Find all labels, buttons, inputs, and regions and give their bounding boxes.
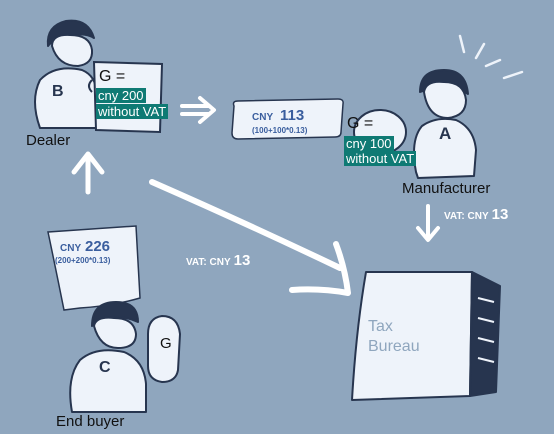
arrow-dealer-to-bureau bbox=[149, 179, 351, 296]
vat-dealer-amount: 13 bbox=[233, 252, 251, 269]
arrow-dealer-to-manufacturer bbox=[180, 96, 216, 124]
note-226-formula: (200+200*0.13) bbox=[55, 256, 111, 265]
tax-bureau-building bbox=[351, 271, 501, 401]
note-226-amount: 226 bbox=[85, 238, 110, 255]
manufacturer-badge: A bbox=[439, 124, 451, 143]
vat-manufacturer-amount: 13 bbox=[491, 206, 509, 223]
dealer-figure bbox=[34, 19, 97, 129]
note-113-currency: CNY bbox=[252, 112, 273, 123]
end-buyer-item-label: G bbox=[160, 335, 172, 352]
tax-bureau-label-line1: Tax bbox=[368, 318, 393, 335]
arrow-buyer-to-dealer bbox=[71, 151, 105, 195]
note-226-currency: CNY bbox=[60, 243, 81, 254]
manufacturer-price-line1: cny 100 bbox=[344, 136, 394, 151]
end-buyer-name: End buyer bbox=[56, 413, 125, 430]
dealer-sheet-title: G = bbox=[99, 68, 126, 85]
end-buyer-badge: C bbox=[99, 359, 111, 376]
payment-note-113: CNY 113 (100+100*0.13) bbox=[231, 98, 344, 140]
note-113-amount: 113 bbox=[280, 107, 304, 124]
dealer-name: Dealer bbox=[26, 132, 71, 149]
tax-bureau-label-line2: Bureau bbox=[368, 338, 420, 355]
manufacturer-figure bbox=[353, 69, 477, 179]
payment-note-226: CNY 226 (200+200*0.13) bbox=[47, 225, 141, 311]
end-buyer-figure bbox=[69, 301, 181, 413]
vat-manufacturer-label: VAT: CNY bbox=[444, 211, 489, 222]
excitement-lines bbox=[458, 34, 524, 80]
dealer-price-line2: without VAT bbox=[96, 104, 169, 119]
manufacturer-name: Manufacturer bbox=[402, 180, 491, 197]
manufacturer-price-line2: without VAT bbox=[344, 151, 417, 166]
note-113-formula: (100+100*0.13) bbox=[252, 126, 308, 135]
dealer-badge: B bbox=[52, 83, 64, 100]
vat-dealer-label: VAT: CNY bbox=[186, 257, 231, 268]
dealer-price-line1: cny 200 bbox=[96, 88, 146, 103]
manufacturer-sheet-title: G = bbox=[347, 115, 374, 132]
arrow-manufacturer-to-bureau bbox=[416, 204, 440, 242]
